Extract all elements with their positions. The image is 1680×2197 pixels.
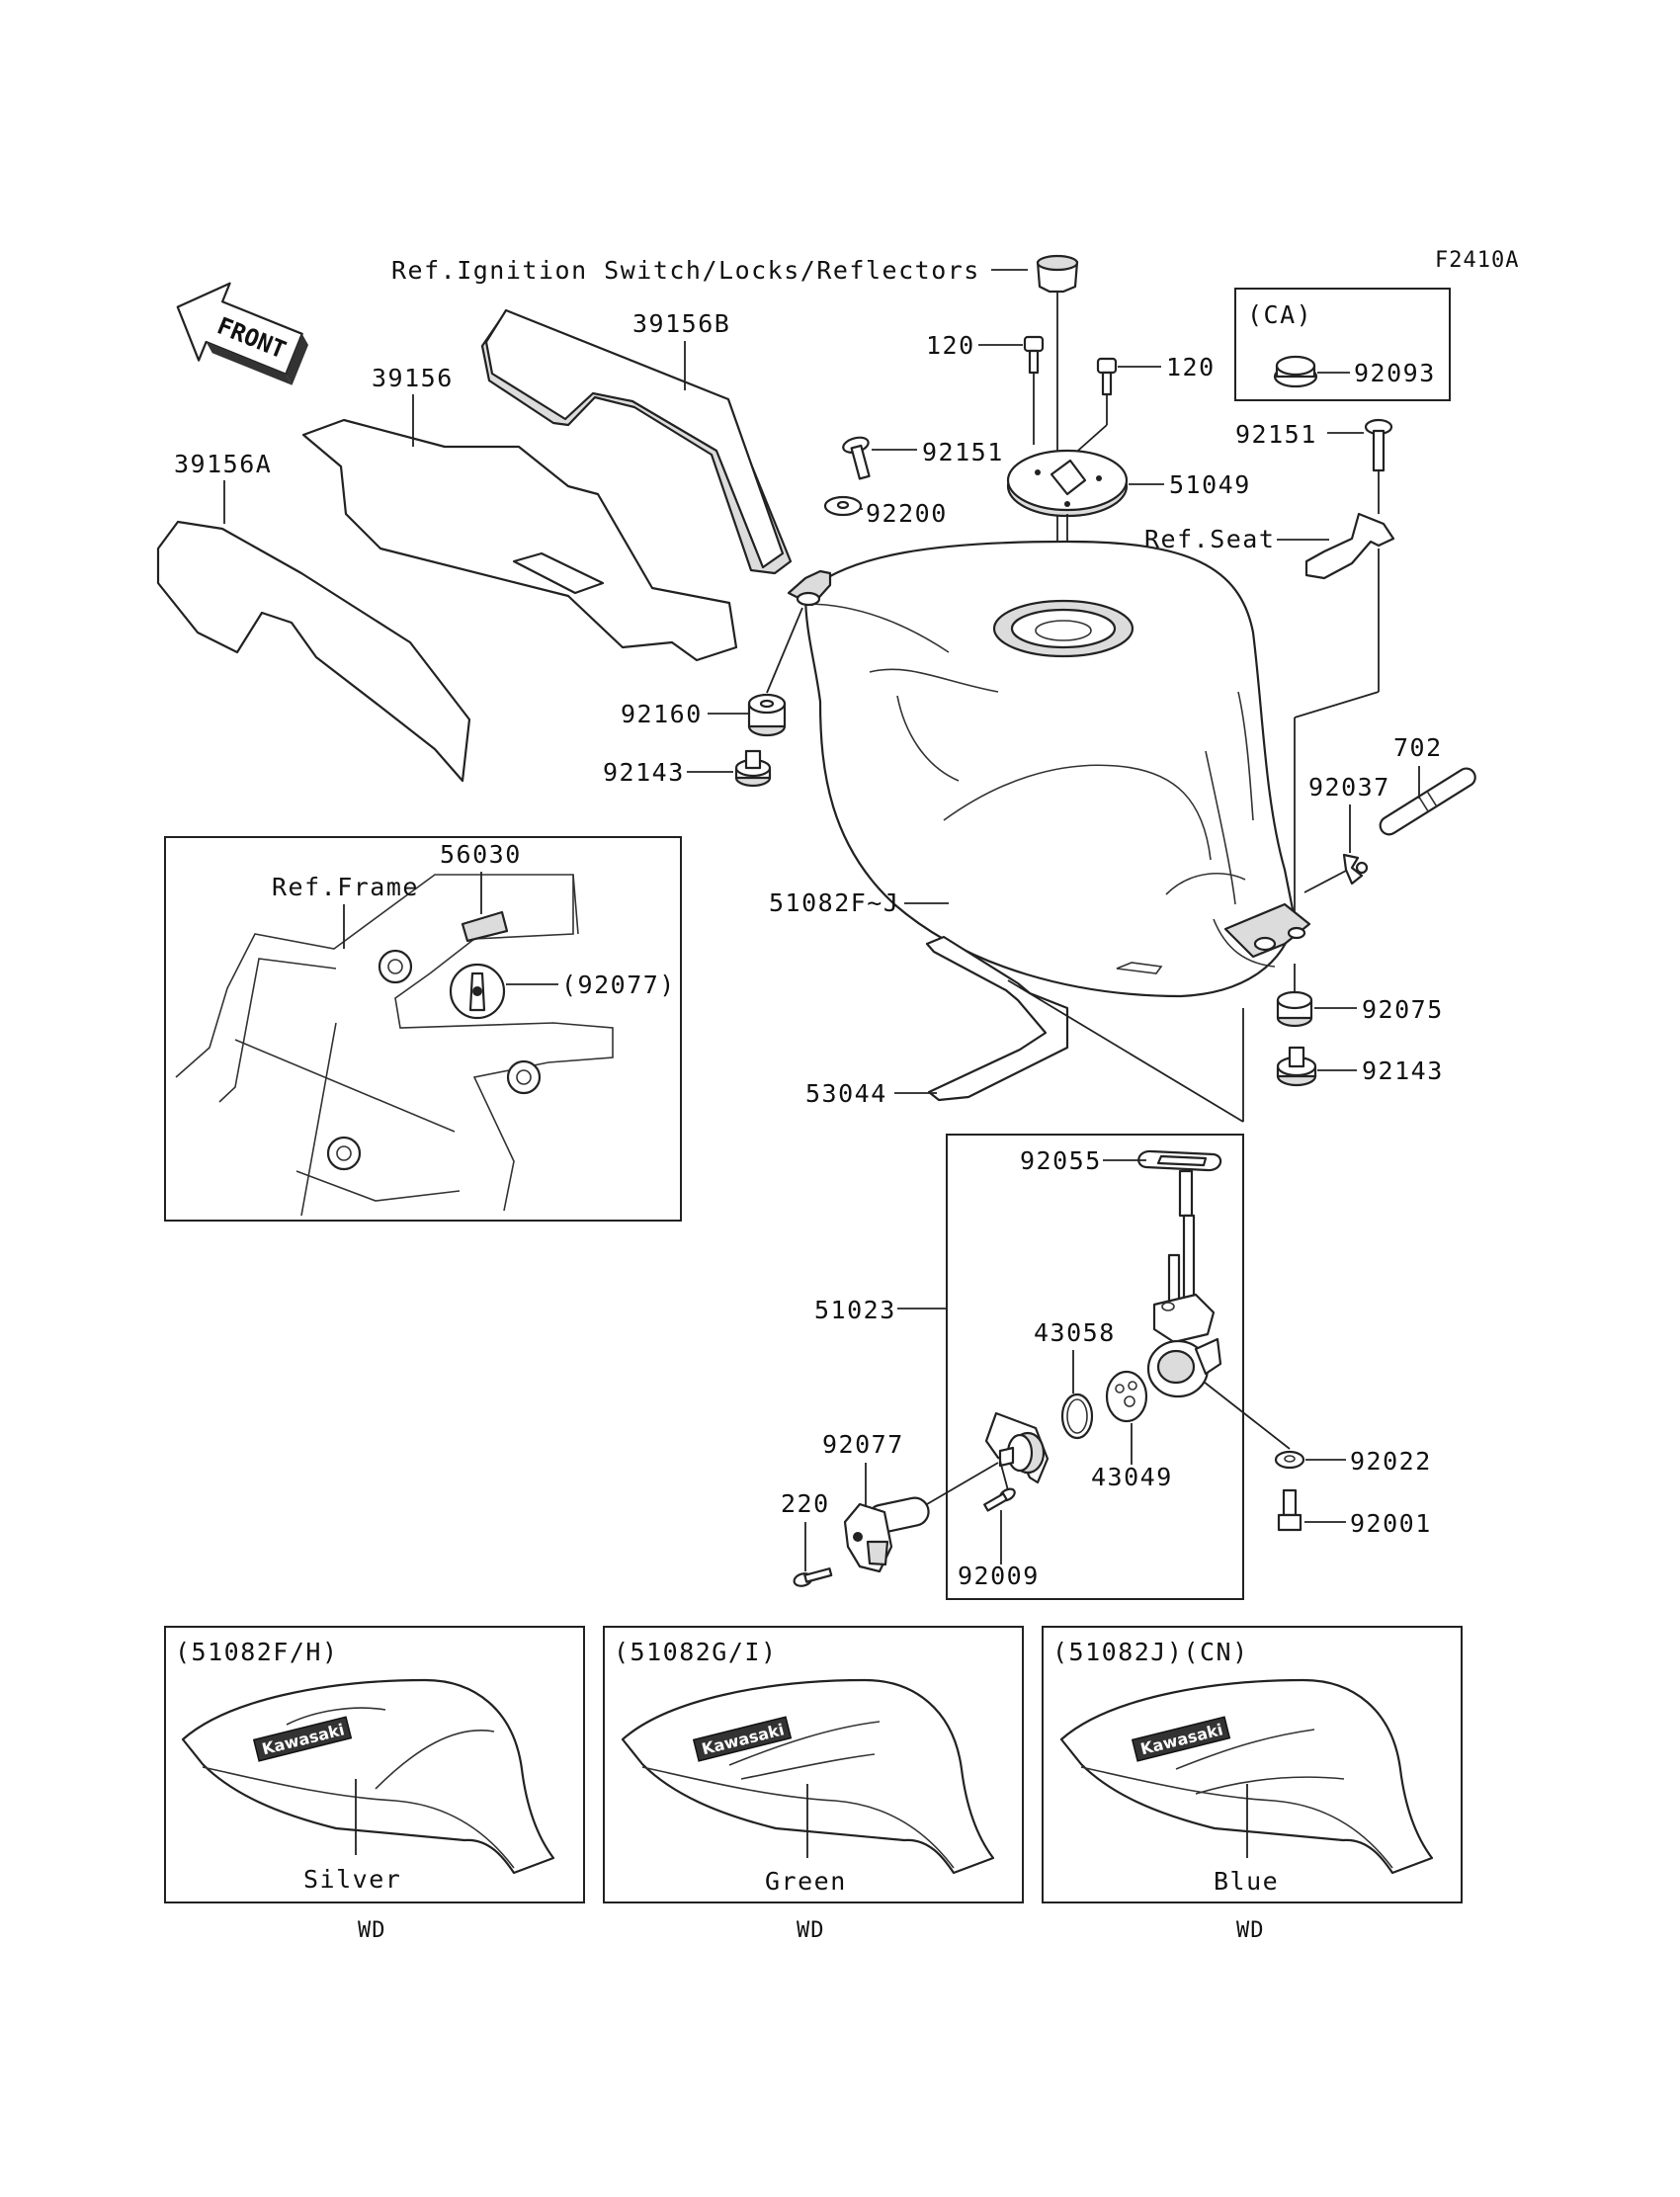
label-51023: 51023 [814, 1296, 896, 1324]
label-92001: 92001 [1350, 1509, 1432, 1538]
variant-1-note: WD [358, 1918, 386, 1943]
fuel-tank-51082 [787, 540, 1311, 998]
label-92143-left: 92143 [603, 758, 685, 787]
frame-illustration [175, 874, 614, 1217]
ca-box-title: (CA) [1247, 300, 1312, 329]
label-220: 220 [781, 1489, 830, 1518]
oring-43058 [1060, 1393, 1094, 1440]
fuel-cock-body [1146, 1169, 1222, 1398]
label-39156: 39156 [372, 364, 454, 392]
label-92077-inset: (92077) [561, 971, 676, 999]
gasket-92055 [1137, 1149, 1222, 1172]
label-43049: 43049 [1091, 1463, 1173, 1491]
label-92055: 92055 [1020, 1146, 1102, 1175]
label-51082: 51082F~J [769, 888, 899, 917]
gasket-43049 [1105, 1370, 1148, 1423]
variant-panel-3: (51082J)(CN) Kawasaki Blue [1042, 1626, 1463, 1903]
variant-2-note: WD [797, 1918, 825, 1943]
bolt-120-right [1096, 357, 1118, 396]
label-120-right: 120 [1166, 353, 1216, 381]
front-arrow-icon: FRONT [176, 282, 309, 385]
label-39156B: 39156B [632, 309, 730, 338]
lever-92077 [843, 1496, 930, 1573]
label-56030: 56030 [440, 840, 522, 869]
label-92093: 92093 [1354, 359, 1436, 387]
variant-panel-1: (51082F/H) Kawasaki Silver [164, 1626, 585, 1903]
bolt-92151-right [1364, 418, 1393, 472]
cap-92093 [1273, 355, 1318, 388]
label-53044: 53044 [805, 1079, 887, 1108]
seat-bracket [1304, 512, 1395, 580]
label-120-left: 120 [926, 331, 975, 360]
variant-panel-2: (51082G/I) Kawasaki Green [603, 1626, 1024, 1903]
screw-92009 [983, 1487, 1016, 1512]
label-92077: 92077 [822, 1430, 904, 1459]
ref-ignition-label: Ref.Ignition Switch/Locks/Reflectors [391, 256, 980, 285]
label-92160: 92160 [621, 700, 703, 728]
side-cover-39156B [480, 308, 793, 575]
side-cover-39156 [301, 418, 738, 662]
label-43058: 43058 [1034, 1318, 1116, 1347]
fuel-cap-51049 [1006, 449, 1129, 518]
hose-702 [1379, 767, 1476, 836]
screw-220 [793, 1567, 833, 1587]
ref-frame-label: Ref.Frame [272, 873, 419, 901]
grommet-92075 [1276, 990, 1313, 1028]
label-92151-right: 92151 [1235, 420, 1317, 449]
label-51049: 51049 [1169, 470, 1251, 499]
clamp-92037 [1342, 853, 1369, 886]
frame-inset-box [164, 836, 682, 1222]
label-92143-right: 92143 [1362, 1056, 1444, 1085]
collar-92143-left [734, 749, 772, 788]
washer-92200 [823, 495, 863, 517]
variant-1-code: (51082F/H) [175, 1638, 339, 1666]
collar-92143-right [1276, 1046, 1317, 1087]
label-92009: 92009 [958, 1562, 1040, 1590]
label-702: 702 [1393, 733, 1443, 762]
variant-3-code: (51082J)(CN) [1052, 1638, 1249, 1666]
label-92151-left: 92151 [922, 438, 1004, 466]
lever-plate [984, 1411, 1050, 1484]
label-92037: 92037 [1308, 773, 1390, 802]
side-cover-39156A [156, 520, 471, 783]
figure-code: F2410A [1435, 248, 1519, 273]
washer-92022 [1274, 1450, 1305, 1470]
bolt-92151-left [842, 436, 871, 480]
bolt-92001 [1277, 1488, 1302, 1532]
label-92022: 92022 [1350, 1447, 1432, 1476]
variant-2-color: Green [765, 1867, 847, 1896]
ref-seat-label: Ref.Seat [1144, 525, 1275, 553]
seal-53044 [925, 935, 1069, 1102]
label-39156A: 39156A [174, 450, 272, 478]
bolt-120-left [1023, 335, 1045, 375]
label-92075: 92075 [1362, 995, 1444, 1024]
ca-box [1234, 288, 1451, 401]
variant-2-code: (51082G/I) [614, 1638, 778, 1666]
ignition-plug [1036, 254, 1079, 553]
variant-3-color: Blue [1214, 1867, 1279, 1896]
fuel-cock-box [946, 1134, 1244, 1600]
variant-3-note: WD [1236, 1918, 1265, 1943]
variant-1-color: Silver [303, 1865, 401, 1894]
grommet-92160 [747, 693, 787, 737]
label-92200: 92200 [866, 499, 948, 528]
